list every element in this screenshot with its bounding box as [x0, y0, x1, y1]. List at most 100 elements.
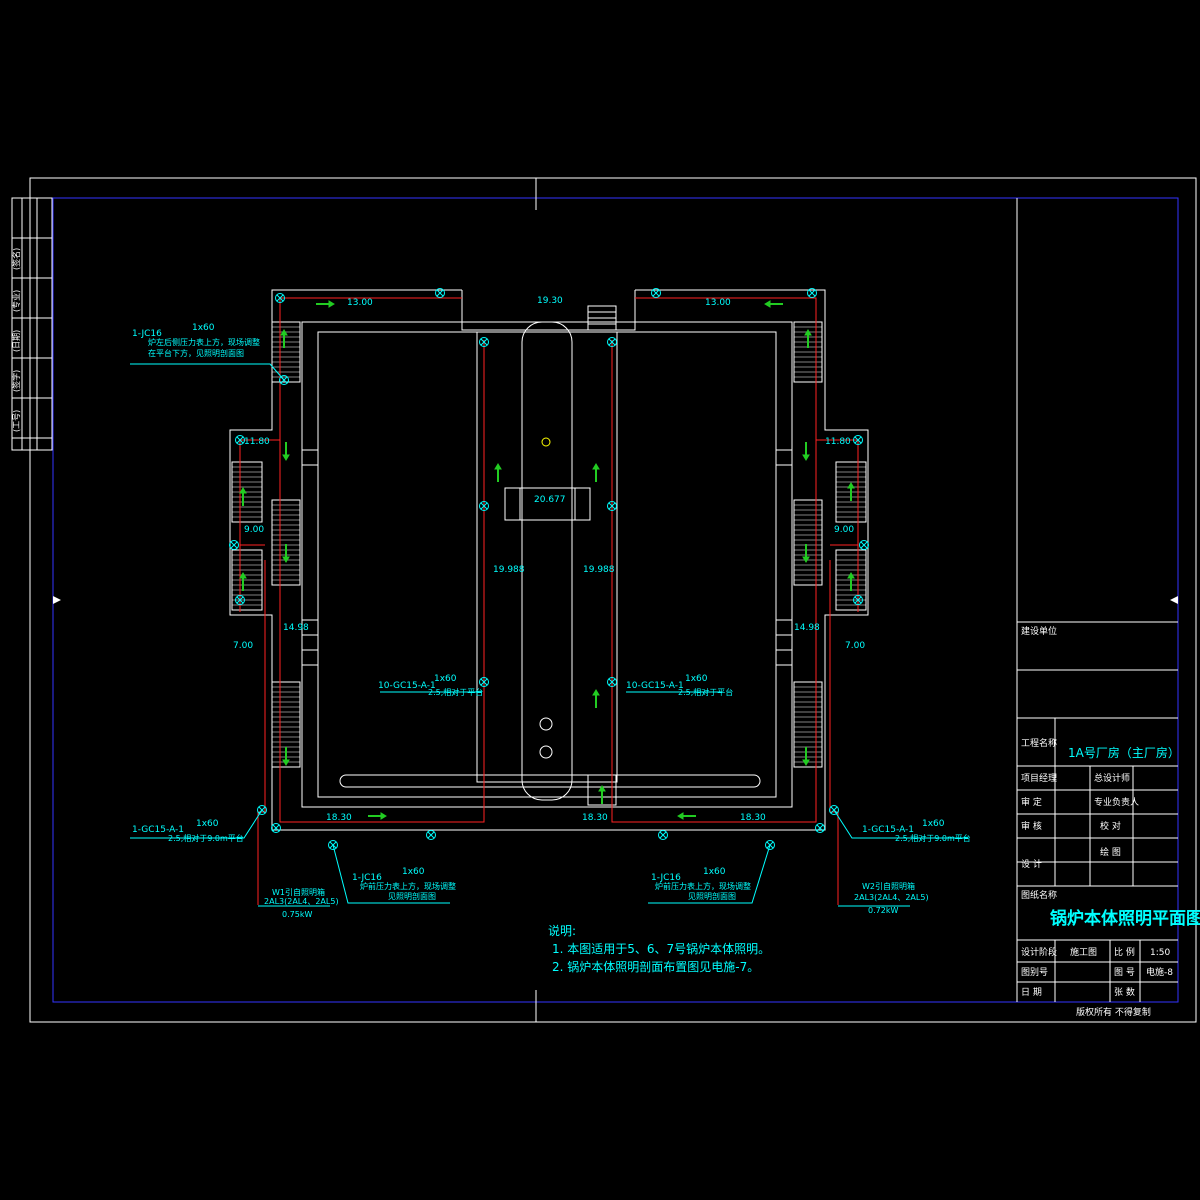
annot-bl-fixture: 1-GC15-A-1 — [132, 825, 184, 835]
luminaire-cross — [854, 596, 862, 604]
luminaire-icon — [426, 830, 436, 840]
luminaire-cross — [272, 824, 280, 832]
plan-outline — [229, 289, 869, 831]
tb-row-header-4: 设 计 — [1021, 858, 1042, 870]
luminaire-icon — [235, 595, 245, 605]
notes-line-2: 2. 锅炉本体照明剖面布置图见电施-7。 — [552, 959, 759, 974]
luminaire-ring — [279, 375, 289, 385]
arrow-icon — [592, 463, 600, 482]
strip-cell-4: (签字) — [11, 370, 21, 392]
tb-sheet-label: 图 号 — [1114, 967, 1135, 978]
lighting-circuit-wiring — [239, 297, 859, 905]
annot-bjl-note2: 见照明剖面图 — [388, 891, 436, 901]
luminaire-icon — [479, 337, 489, 347]
arrow-head — [282, 556, 290, 563]
arrow-icon — [368, 812, 387, 820]
feed-left-2: 2AL3(2AL4、2AL5) — [264, 897, 339, 906]
arrow-icon — [802, 544, 810, 563]
feed-left-1: W1引自照明箱 — [272, 887, 325, 897]
arrow-icon — [239, 572, 247, 591]
tb-stage: 施工图 — [1070, 946, 1097, 958]
luminaire-ring — [235, 595, 245, 605]
notes-line-1: 1. 本图适用于5、6、7号锅炉本体照明。 — [552, 941, 770, 956]
luminaire-cross — [816, 824, 824, 832]
elev-top-right: 13.00 — [705, 298, 731, 308]
luminaire-ring — [479, 337, 489, 347]
outer-frame — [29, 177, 1197, 1023]
elevation-labels: 13.00 19.30 13.00 11.80 11.80 9.00 9.00 … — [233, 296, 865, 823]
luminaire-icon — [807, 288, 817, 298]
elev-right-mid: 9.00 — [834, 525, 854, 535]
luminaire-icon — [853, 595, 863, 605]
left-signature-strip: (签名) (专业) (日期) (签字) (工号) — [11, 197, 53, 451]
annot-bjr-fixture: 1-JC16 — [651, 873, 681, 883]
tb-drawing-no-label: 图别号 — [1021, 967, 1048, 978]
arrow-head — [380, 812, 387, 820]
annot-tl-note1: 炉左后侧压力表上方，现场调整 — [148, 337, 260, 347]
luminaire-cross — [427, 831, 435, 839]
burner-icon — [539, 717, 553, 731]
luminaire-ring — [271, 823, 281, 833]
tb-copyright: 版权所有 不得复制 — [1076, 1006, 1151, 1018]
luminaire-cross — [236, 436, 244, 444]
elev-center-left: 19.988 — [493, 565, 525, 575]
tb-row-mid-1: 总设计师 — [1094, 772, 1130, 784]
luminaire-cross — [860, 541, 868, 549]
burner-icon — [539, 745, 553, 759]
elev-bottom-center: 18.30 — [582, 813, 608, 823]
luminaire-cross — [480, 502, 488, 510]
leader-lines — [130, 363, 968, 907]
elev-top-center: 19.30 — [537, 296, 563, 306]
tb-scale-label: 比 例 — [1114, 946, 1135, 958]
arrow-icon — [802, 442, 810, 461]
luminaire-icon — [607, 337, 617, 347]
arrow-head — [328, 300, 335, 308]
tb-count-label: 张 数 — [1114, 986, 1135, 998]
annot-mr-spec: 1x60 — [685, 674, 708, 684]
tb-sheet-no: 电施-8 — [1146, 966, 1173, 978]
arrow-icon — [282, 544, 290, 563]
tb-date-label: 日 期 — [1021, 987, 1042, 998]
annot-br-note: 2.5,相对于9.0m平台 — [895, 833, 971, 843]
luminaire-cross — [436, 289, 444, 297]
arrow-head — [802, 556, 810, 563]
luminaire-ring — [853, 435, 863, 445]
fixture-annotations: 1-JC16 1x60 炉左后侧压力表上方，现场调整 在平台下方，见照明剖面图 … — [132, 323, 971, 919]
arrow-icon — [847, 572, 855, 591]
luminaire-ring — [853, 595, 863, 605]
elev-center-right: 19.988 — [583, 565, 615, 575]
luminaire-cross — [608, 678, 616, 686]
tb-row-header-1: 项目经理 — [1021, 772, 1057, 784]
feed-right-3: 0.72kW — [868, 906, 898, 915]
annot-br-fixture: 1-GC15-A-1 — [862, 825, 914, 835]
elev-left-mid: 9.00 — [244, 525, 264, 535]
luminaire-cross — [480, 338, 488, 346]
luminaire-icon — [479, 677, 489, 687]
luminaire-icon — [815, 823, 825, 833]
annot-tl-fixture: 1-JC16 — [132, 329, 162, 339]
luminaire-ring — [257, 805, 267, 815]
luminaire-icon — [607, 501, 617, 511]
elev-center-box: 20.677 — [534, 495, 566, 505]
luminaire-ring — [807, 288, 817, 298]
luminaire-cross — [230, 541, 238, 549]
arrow-icon — [804, 329, 812, 348]
tb-drawing-name: 锅炉本体照明平面图 — [1050, 908, 1200, 929]
annot-tl-note2: 在平台下方，见照明剖面图 — [148, 348, 244, 358]
gauge-icon — [541, 437, 551, 447]
elev-left-inner: 14.98 — [283, 623, 309, 633]
arrow-head — [280, 329, 288, 336]
luminaire-cross — [659, 831, 667, 839]
luminaire-cross — [236, 596, 244, 604]
luminaire-ring — [815, 823, 825, 833]
arrow-icon — [764, 300, 783, 308]
annot-bl-note: 2.5,相对于9.0m平台 — [168, 833, 244, 843]
title-block-text: 建设单位 工程名称 1A号厂房（主厂房） 项目经理 审 定 审 核 设 计 总设… — [1021, 625, 1200, 1018]
luminaire-cross — [854, 436, 862, 444]
center-mark-right — [1170, 596, 1178, 604]
luminaire-ring — [651, 288, 661, 298]
tb-stage-label: 设计阶段 — [1021, 946, 1057, 958]
luminaire-icon — [275, 293, 285, 303]
arrow-icon — [677, 812, 696, 820]
